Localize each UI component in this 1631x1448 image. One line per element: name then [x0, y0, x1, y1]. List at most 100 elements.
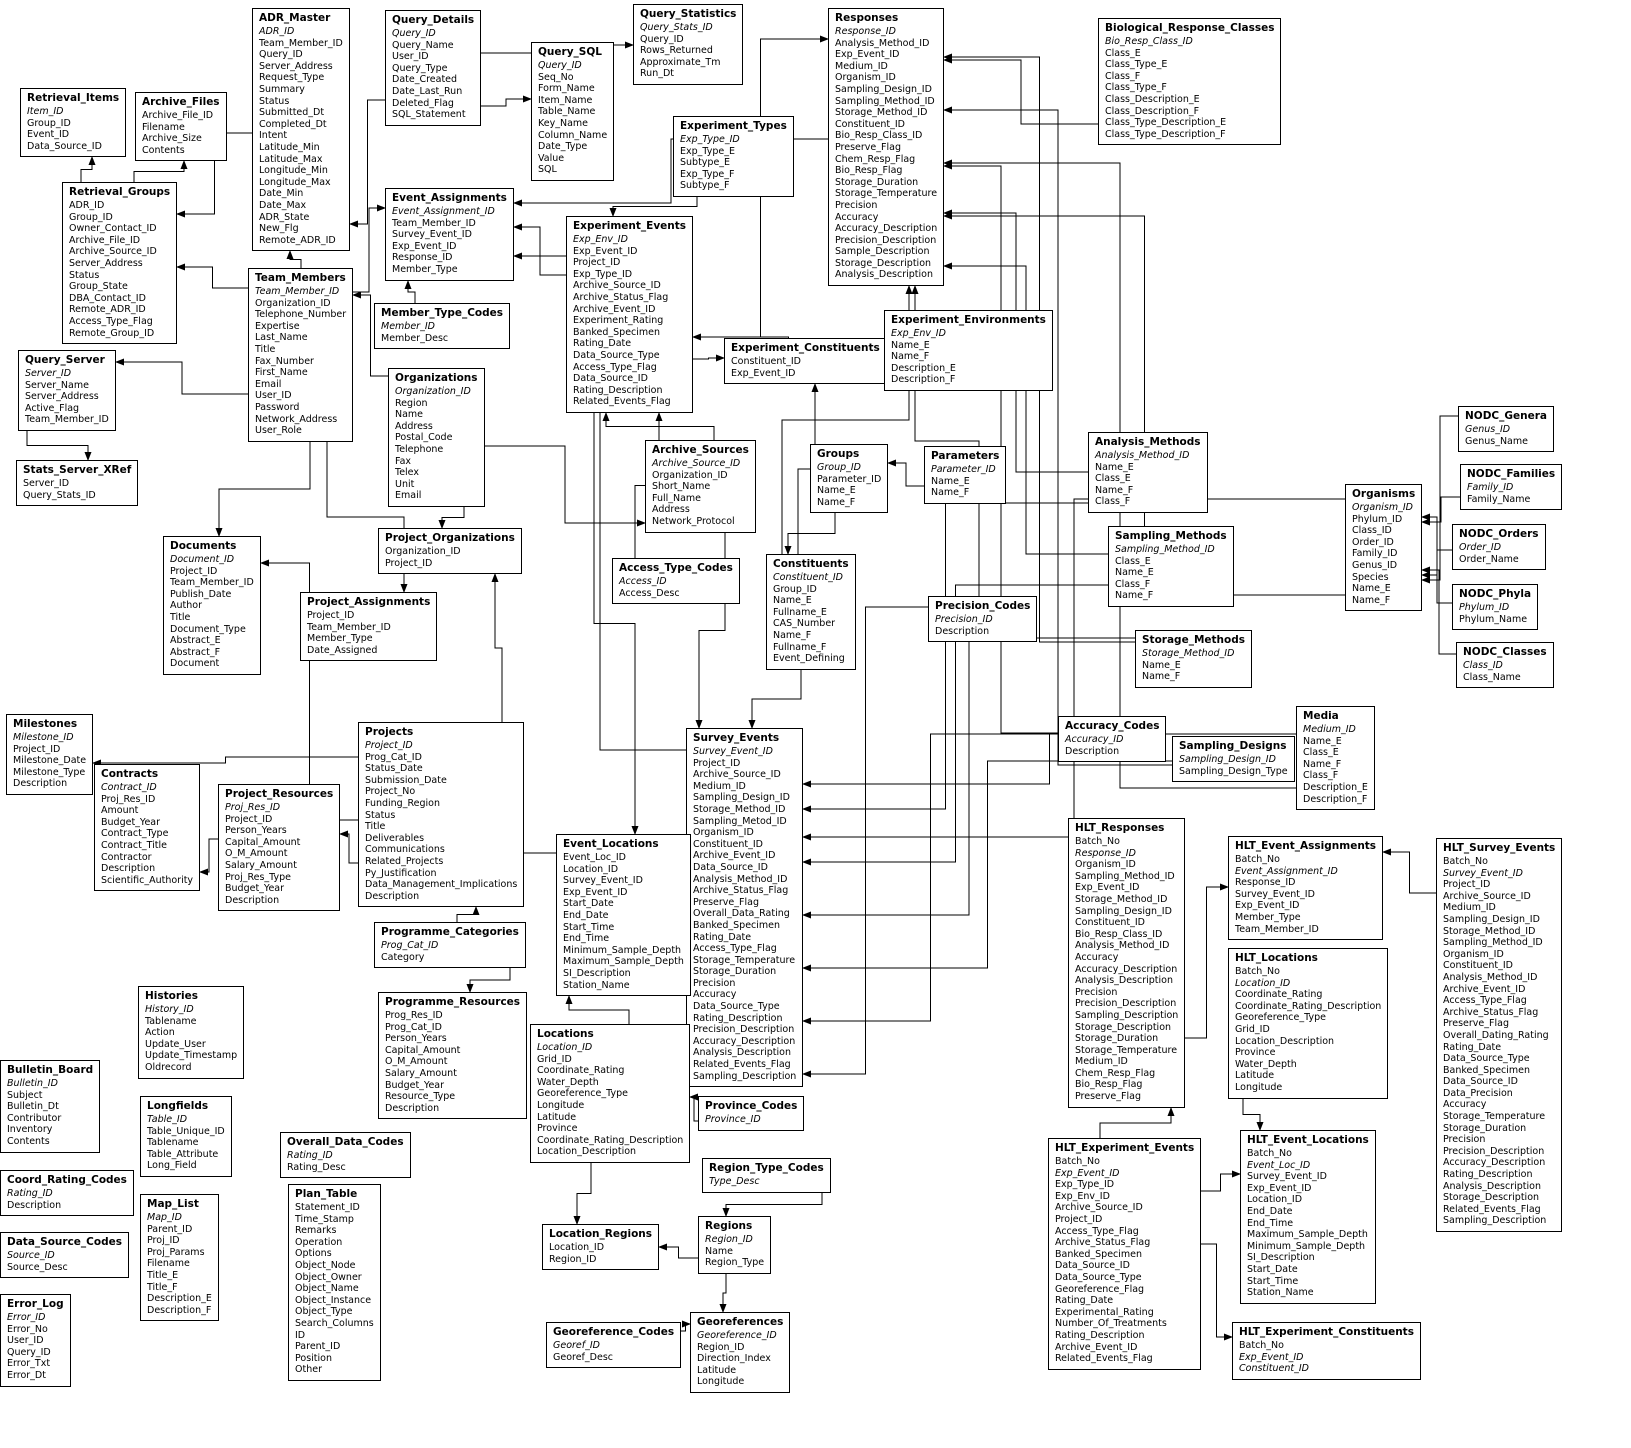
entity-field: Organism_ID [835, 72, 896, 84]
entity-field: Response_ID [392, 252, 453, 264]
entity-field: Region [395, 397, 428, 409]
entity-title: Storage_Methods [1142, 634, 1245, 646]
entity-field: Response_ID [835, 26, 896, 37]
entity-field: Name_E [1142, 659, 1181, 671]
entity-field: Data_Source_Type [573, 349, 660, 361]
entity-field: Event_Loc_ID [563, 852, 626, 863]
relationship-analysis-methods--survey-events [802, 502, 1088, 813]
entity-field: Description [365, 890, 420, 902]
relationship-hlt-experiment-events--hlt-responses [1099, 1107, 1175, 1138]
entity-field: Email [395, 490, 422, 502]
entity-field: Name_E [891, 339, 930, 351]
entity-field: Georef_ID [553, 1340, 600, 1351]
entity-field: Capital_Amount [385, 1044, 461, 1056]
entity-field: Survey_Event_ID [392, 229, 472, 241]
entity-field: Object_Instance [295, 1294, 372, 1306]
entity-field: Location_ID [1247, 1194, 1303, 1206]
entity-field: Status_Date [365, 763, 423, 775]
entity-field: Exp_Event_ID [563, 886, 628, 898]
entity-field: Medium_ID [1075, 1056, 1128, 1068]
relationship-experiment-events--event-locations [593, 413, 639, 835]
entity-field: Accuracy_Description [835, 223, 938, 235]
entity-field: Server_ID [23, 478, 70, 489]
entity-field: Name_F [1303, 758, 1342, 770]
entity-title: Parameters [931, 450, 1000, 462]
relationship-survey-events--event-assignments [513, 252, 686, 751]
entity-field: Budget_Year [101, 816, 161, 828]
entity-field: Member_ID [381, 321, 435, 332]
entity-field: Tablename [147, 1137, 199, 1149]
entity-field: Class_Description_F [1105, 105, 1200, 117]
entity-field: Region_ID [705, 1234, 753, 1245]
entity-field: Storage_Temperature [835, 188, 938, 200]
entity-field: Exp_Type_ID [680, 134, 740, 145]
entity-field: Resource_Type [385, 1091, 456, 1103]
entity-field: Rows_Returned [640, 45, 713, 57]
entity-field: Coordinate_Rating [1235, 989, 1323, 1001]
entity-field: Item_Name [538, 94, 593, 106]
entity-field: Number_Of_Treatments [1055, 1318, 1167, 1330]
entity-field: Milestone_Type [13, 766, 86, 778]
entity-field: Province [537, 1123, 578, 1135]
entity-field: Rating_Date [693, 931, 752, 943]
entity-field: Precision_Description [693, 1024, 795, 1036]
entity-field: Budget_Year [225, 883, 285, 895]
entity-field: Georeference_ID [697, 1330, 777, 1341]
entity-field: Table_ID [147, 1114, 188, 1125]
entity-title: Georeferences [697, 1316, 784, 1328]
entity-title: Member_Type_Codes [381, 307, 504, 319]
entity-field: Rating_Description [573, 384, 663, 396]
entity-field: Sample_Description [835, 246, 930, 258]
relationship-sampling-designs--responses [943, 106, 1172, 766]
entity-field: Rating_Description [693, 1012, 783, 1024]
entity-field: Filename [142, 121, 185, 133]
entity-title: Analysis_Methods [1095, 436, 1201, 448]
entity-field: Error_ID [7, 1312, 46, 1323]
entity-field: Project_ID [573, 257, 621, 269]
relationship-member-type-codes--event-assignments [404, 280, 416, 303]
entity-field: Genus_Name [1465, 435, 1528, 447]
entity-field: Response_ID [1075, 847, 1136, 859]
entity-field: Accuracy_Description [1443, 1157, 1546, 1169]
entity-field: Time_Stamp [295, 1213, 354, 1225]
entity-field: Column_Name [538, 129, 608, 141]
entity-field: Category [381, 951, 425, 963]
entity-field: Response_ID [1235, 877, 1296, 889]
entity-field: Name_E [1303, 735, 1342, 747]
entity-field: Station_Name [563, 979, 630, 991]
entity-field: User_ID [255, 390, 292, 402]
entity-field: Order_ID [1459, 542, 1502, 553]
entity-field: Name_F [773, 629, 812, 641]
entity-field: Contents [142, 144, 185, 156]
entity-field: Organism_ID [1075, 859, 1136, 871]
entity-field: Storage_Duration [1075, 1033, 1159, 1045]
relationship-locations--event-locations [565, 995, 630, 1024]
entity-field: O_M_Amount [225, 848, 288, 860]
entity-field: Exp_Event_ID [731, 367, 796, 379]
relationship-nodc-families--organisms [1421, 496, 1460, 526]
entity-field: Query_Type [392, 62, 448, 74]
entity-field: Position [295, 1352, 332, 1364]
entity-field: Location_ID [549, 1242, 605, 1253]
entity-field: Preserve_Flag [1075, 1091, 1141, 1103]
entity-title: Archive_Sources [652, 444, 749, 456]
entity-field: CAS_Number [773, 618, 836, 630]
entity-field: Deliverables [365, 832, 425, 844]
entity-field: Rating_Description [1443, 1169, 1533, 1181]
entity-field: Approximate_Tm [640, 56, 721, 68]
entity-field: Start_Time [1247, 1275, 1299, 1287]
entity-field: Organization_ID [395, 386, 471, 397]
entity-field: Experiment_Rating [573, 315, 664, 327]
